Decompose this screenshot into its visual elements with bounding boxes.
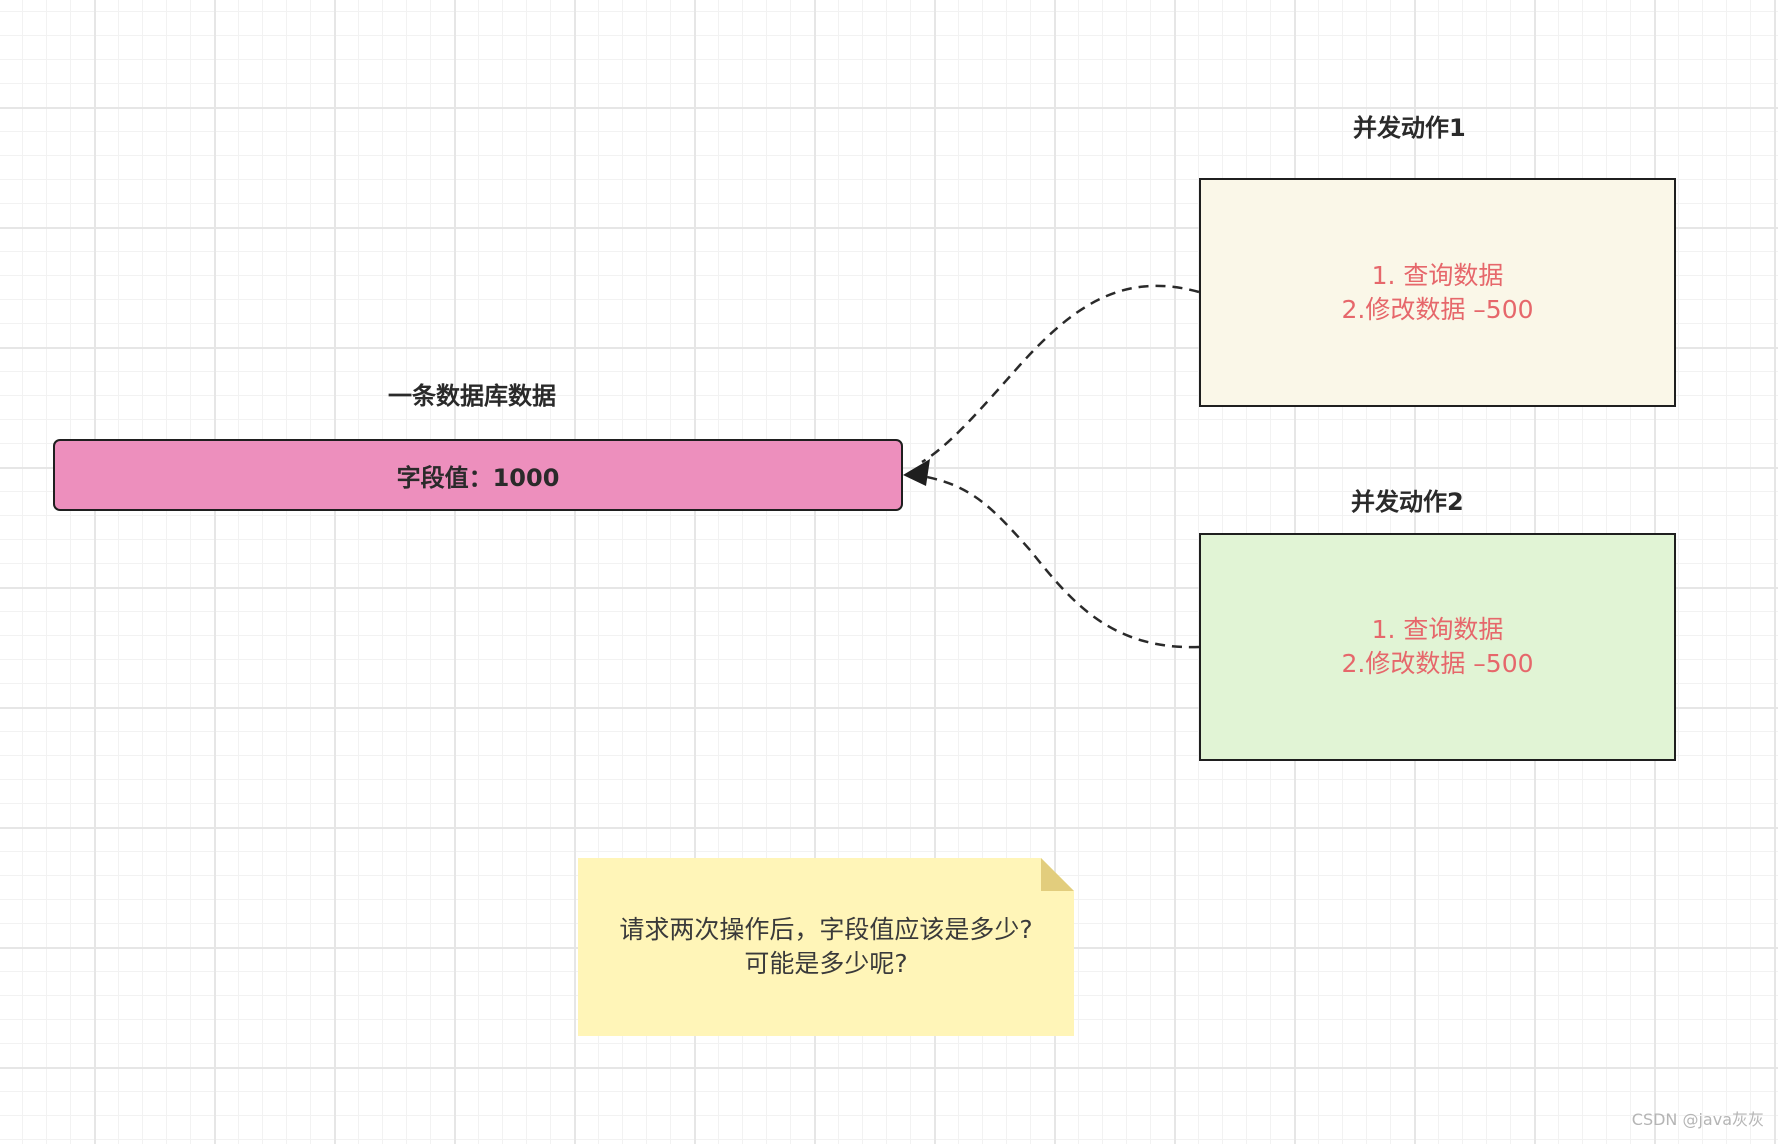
watermark: CSDN @java灰灰 <box>1631 1110 1764 1129</box>
database-record[interactable]: 字段值：1000 <box>53 439 903 511</box>
record-title: 一条数据库数据 <box>388 382 556 410</box>
question-note[interactable]: 请求两次操作后，字段值应该是多少? 可能是多少呢? <box>578 858 1074 1036</box>
action2-step-modify: 2.修改数据 –500 <box>1341 649 1534 678</box>
action2-step-query: 1. 查询数据 <box>1371 615 1504 644</box>
action1-title: 并发动作1 <box>1353 114 1466 142</box>
connector-action2-to-record <box>921 474 1200 649</box>
note-line-question: 请求两次操作后，字段值应该是多少? <box>619 915 1033 944</box>
concurrent-action-2[interactable]: 1. 查询数据 2.修改数据 –500 <box>1199 533 1676 761</box>
field-value-text: 字段值：1000 <box>396 463 560 492</box>
action1-step-modify: 2.修改数据 –500 <box>1341 294 1534 324</box>
concurrent-action-1[interactable]: 1. 查询数据 2.修改数据 –500 <box>1199 178 1676 407</box>
note-line-possible: 可能是多少呢? <box>744 949 908 978</box>
connector-action1-to-record <box>921 284 1200 464</box>
action1-step-query: 1. 查询数据 <box>1371 260 1504 290</box>
arrowhead-icon <box>903 459 930 486</box>
action2-title: 并发动作2 <box>1351 488 1464 516</box>
